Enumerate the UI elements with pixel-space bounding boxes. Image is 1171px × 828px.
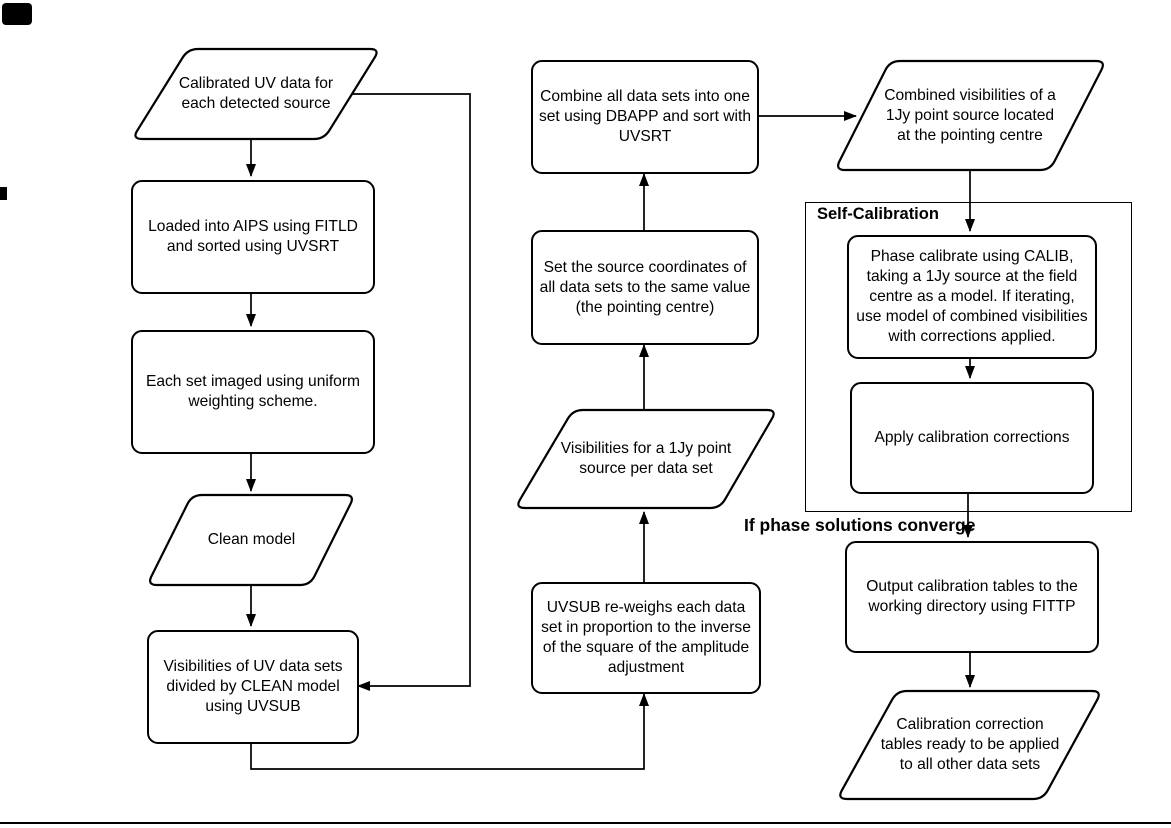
node-text: Clean model bbox=[207, 531, 296, 548]
node-text: Each set imaged using uniform weighting … bbox=[145, 373, 361, 410]
node-text: UVSUB re-weighs each data set in proport… bbox=[541, 599, 751, 676]
self-calibration-group-box bbox=[805, 202, 1132, 512]
shape-calibrated-uv-data bbox=[134, 47, 378, 141]
shape-clean-model bbox=[149, 493, 353, 587]
connector-divided-to-uvsub-reweighs bbox=[250, 693, 649, 770]
node-calibrated-uv-data: Calibrated UV data for each detected sou… bbox=[156, 52, 356, 136]
node-text: Visibilities of UV data sets divided by … bbox=[163, 658, 343, 715]
node-output-tables: Output calibration tables to the working… bbox=[845, 541, 1099, 653]
node-text: Calibration correction tables ready to b… bbox=[880, 716, 1060, 773]
shape-visibilities-1jy bbox=[517, 408, 775, 510]
node-text: Combined visibilities of a 1Jy point sou… bbox=[884, 87, 1056, 144]
node-apply-corrections: Apply calibration corrections bbox=[850, 382, 1094, 494]
node-text: Visibilities for a 1Jy point source per … bbox=[560, 440, 732, 477]
page-edge-mark bbox=[0, 187, 7, 200]
node-text: Output calibration tables to the working… bbox=[866, 578, 1078, 615]
shape-tables-ready bbox=[839, 689, 1100, 801]
node-loaded-into-aips: Loaded into AIPS using FITLD and sorted … bbox=[131, 180, 375, 294]
self-calibration-label: Self-Calibration bbox=[817, 205, 939, 223]
node-phase-calibrate: Phase calibrate using CALIB, taking a 1J… bbox=[847, 235, 1097, 359]
shape-combined-visibilities bbox=[837, 59, 1104, 172]
node-text: Apply calibration corrections bbox=[874, 429, 1070, 446]
node-set-source-coordinates: Set the source coordinates of all data s… bbox=[531, 230, 759, 345]
node-tables-ready: Calibration correction tables ready to b… bbox=[872, 694, 1068, 796]
node-uvsub-reweighs: UVSUB re-weighs each data set in proport… bbox=[531, 582, 761, 694]
page-corner-mark bbox=[2, 3, 32, 25]
connector-calibrated-to-divided bbox=[353, 93, 471, 691]
node-combine-all-data: Combine all data sets into one set using… bbox=[531, 60, 759, 174]
node-visibilities-1jy: Visibilities for a 1Jy point source per … bbox=[546, 412, 746, 506]
node-text: Loaded into AIPS using FITLD and sorted … bbox=[148, 218, 358, 255]
node-text: Phase calibrate using CALIB, taking a 1J… bbox=[856, 248, 1088, 345]
node-visibilities-divided: Visibilities of UV data sets divided by … bbox=[147, 630, 359, 744]
bottom-rule bbox=[0, 822, 1171, 824]
node-text: Combine all data sets into one set using… bbox=[538, 88, 752, 145]
node-text: Calibrated UV data for each detected sou… bbox=[178, 75, 334, 112]
parallelogram-shapes bbox=[134, 47, 1104, 801]
node-combined-visibilities: Combined visibilities of a 1Jy point sou… bbox=[872, 64, 1068, 168]
node-each-set-imaged: Each set imaged using uniform weighting … bbox=[131, 330, 375, 454]
node-text: Set the source coordinates of all data s… bbox=[539, 258, 751, 316]
converge-condition-label: If phase solutions converge bbox=[744, 515, 976, 535]
node-clean-model: Clean model bbox=[174, 498, 329, 582]
